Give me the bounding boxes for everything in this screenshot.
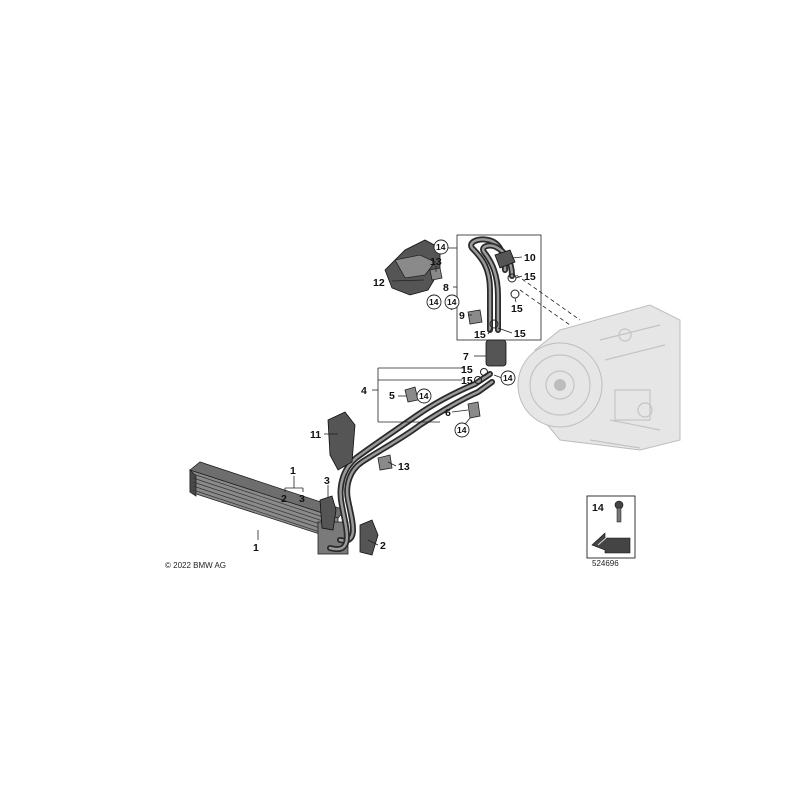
callout-9: 9: [459, 310, 465, 322]
svg-text:14: 14: [457, 425, 467, 435]
svg-text:14: 14: [419, 391, 429, 401]
callout-13-mid: 13: [398, 461, 410, 473]
callout-3-under-group: 3: [299, 493, 305, 505]
callout-12: 12: [373, 277, 385, 289]
circle-callout-14-a: 14: [433, 239, 449, 255]
bracket-2: [359, 519, 379, 556]
seal-ring-15c: [489, 319, 499, 329]
callout-15-b: 15: [461, 375, 473, 387]
svg-text:14: 14: [429, 297, 439, 307]
circle-callout-14-d: 14: [500, 370, 516, 386]
clip-13: [377, 454, 393, 471]
callout-1-group: 1: [290, 465, 296, 477]
callout-10: 10: [524, 252, 536, 264]
callout-6: 6: [445, 407, 451, 419]
circle-callout-14-b: 14: [426, 294, 442, 310]
clip-10: [494, 249, 516, 269]
group-box-8: [456, 234, 542, 341]
bracket-11: [327, 411, 356, 471]
circle-callout-14-e: 14: [416, 388, 432, 404]
callout-1-main: 1: [253, 542, 259, 554]
callout-labels: 1 1 2 3 3 2 11 13 4 5 6 7 15 15 12 13 8 …: [253, 252, 536, 554]
transmission-illustration: [517, 304, 681, 451]
circled-callouts: 14 14 14 14 14 14: [416, 239, 516, 438]
callout-2-under-group: 2: [281, 493, 287, 505]
callout-4: 4: [361, 385, 367, 397]
callout-5: 5: [389, 390, 395, 402]
callout-15-d: 15: [511, 303, 523, 315]
seal-ring-15b: [510, 289, 520, 299]
svg-text:14: 14: [503, 373, 513, 383]
bracket-3: [319, 495, 337, 531]
clip-9: [467, 309, 483, 325]
oil-cooler-lines: [327, 371, 495, 553]
clip-5: [404, 386, 419, 403]
bracket-12-arm: [394, 254, 436, 279]
seal-ring-15e: [474, 376, 482, 384]
connector-block: [485, 339, 507, 367]
callout-15-c: 15: [524, 271, 536, 283]
callout-15-a: 15: [461, 364, 473, 376]
callout-15-f: 15: [514, 328, 526, 340]
svg-text:14: 14: [436, 242, 446, 252]
legend-box: 14 524696: [586, 495, 636, 568]
image-number: 524696: [592, 559, 619, 568]
direction-arrow-icon: [591, 532, 631, 554]
alignment-line-lower: [519, 289, 571, 326]
alignment-line-upper: [504, 266, 581, 321]
seal-ring-15d: [480, 368, 488, 376]
callout-11: 11: [310, 429, 321, 441]
bolt-icon: [614, 500, 624, 523]
clip-6: [467, 401, 481, 419]
clip-13-top: [429, 267, 443, 281]
callout-7: 7: [463, 351, 469, 363]
copyright-text: © 2022 BMW AG: [165, 561, 226, 570]
circle-callout-14-f: 14: [454, 422, 470, 438]
callout-2: 2: [380, 540, 386, 552]
circle-callout-14-c: 14: [444, 294, 460, 310]
callout-3: 3: [324, 475, 330, 487]
svg-text:14: 14: [447, 297, 457, 307]
callout-13-top: 13: [430, 256, 442, 268]
callout-8: 8: [443, 282, 449, 294]
callout-15-e: 15: [474, 329, 486, 341]
legend-part-number: 14: [592, 502, 604, 514]
